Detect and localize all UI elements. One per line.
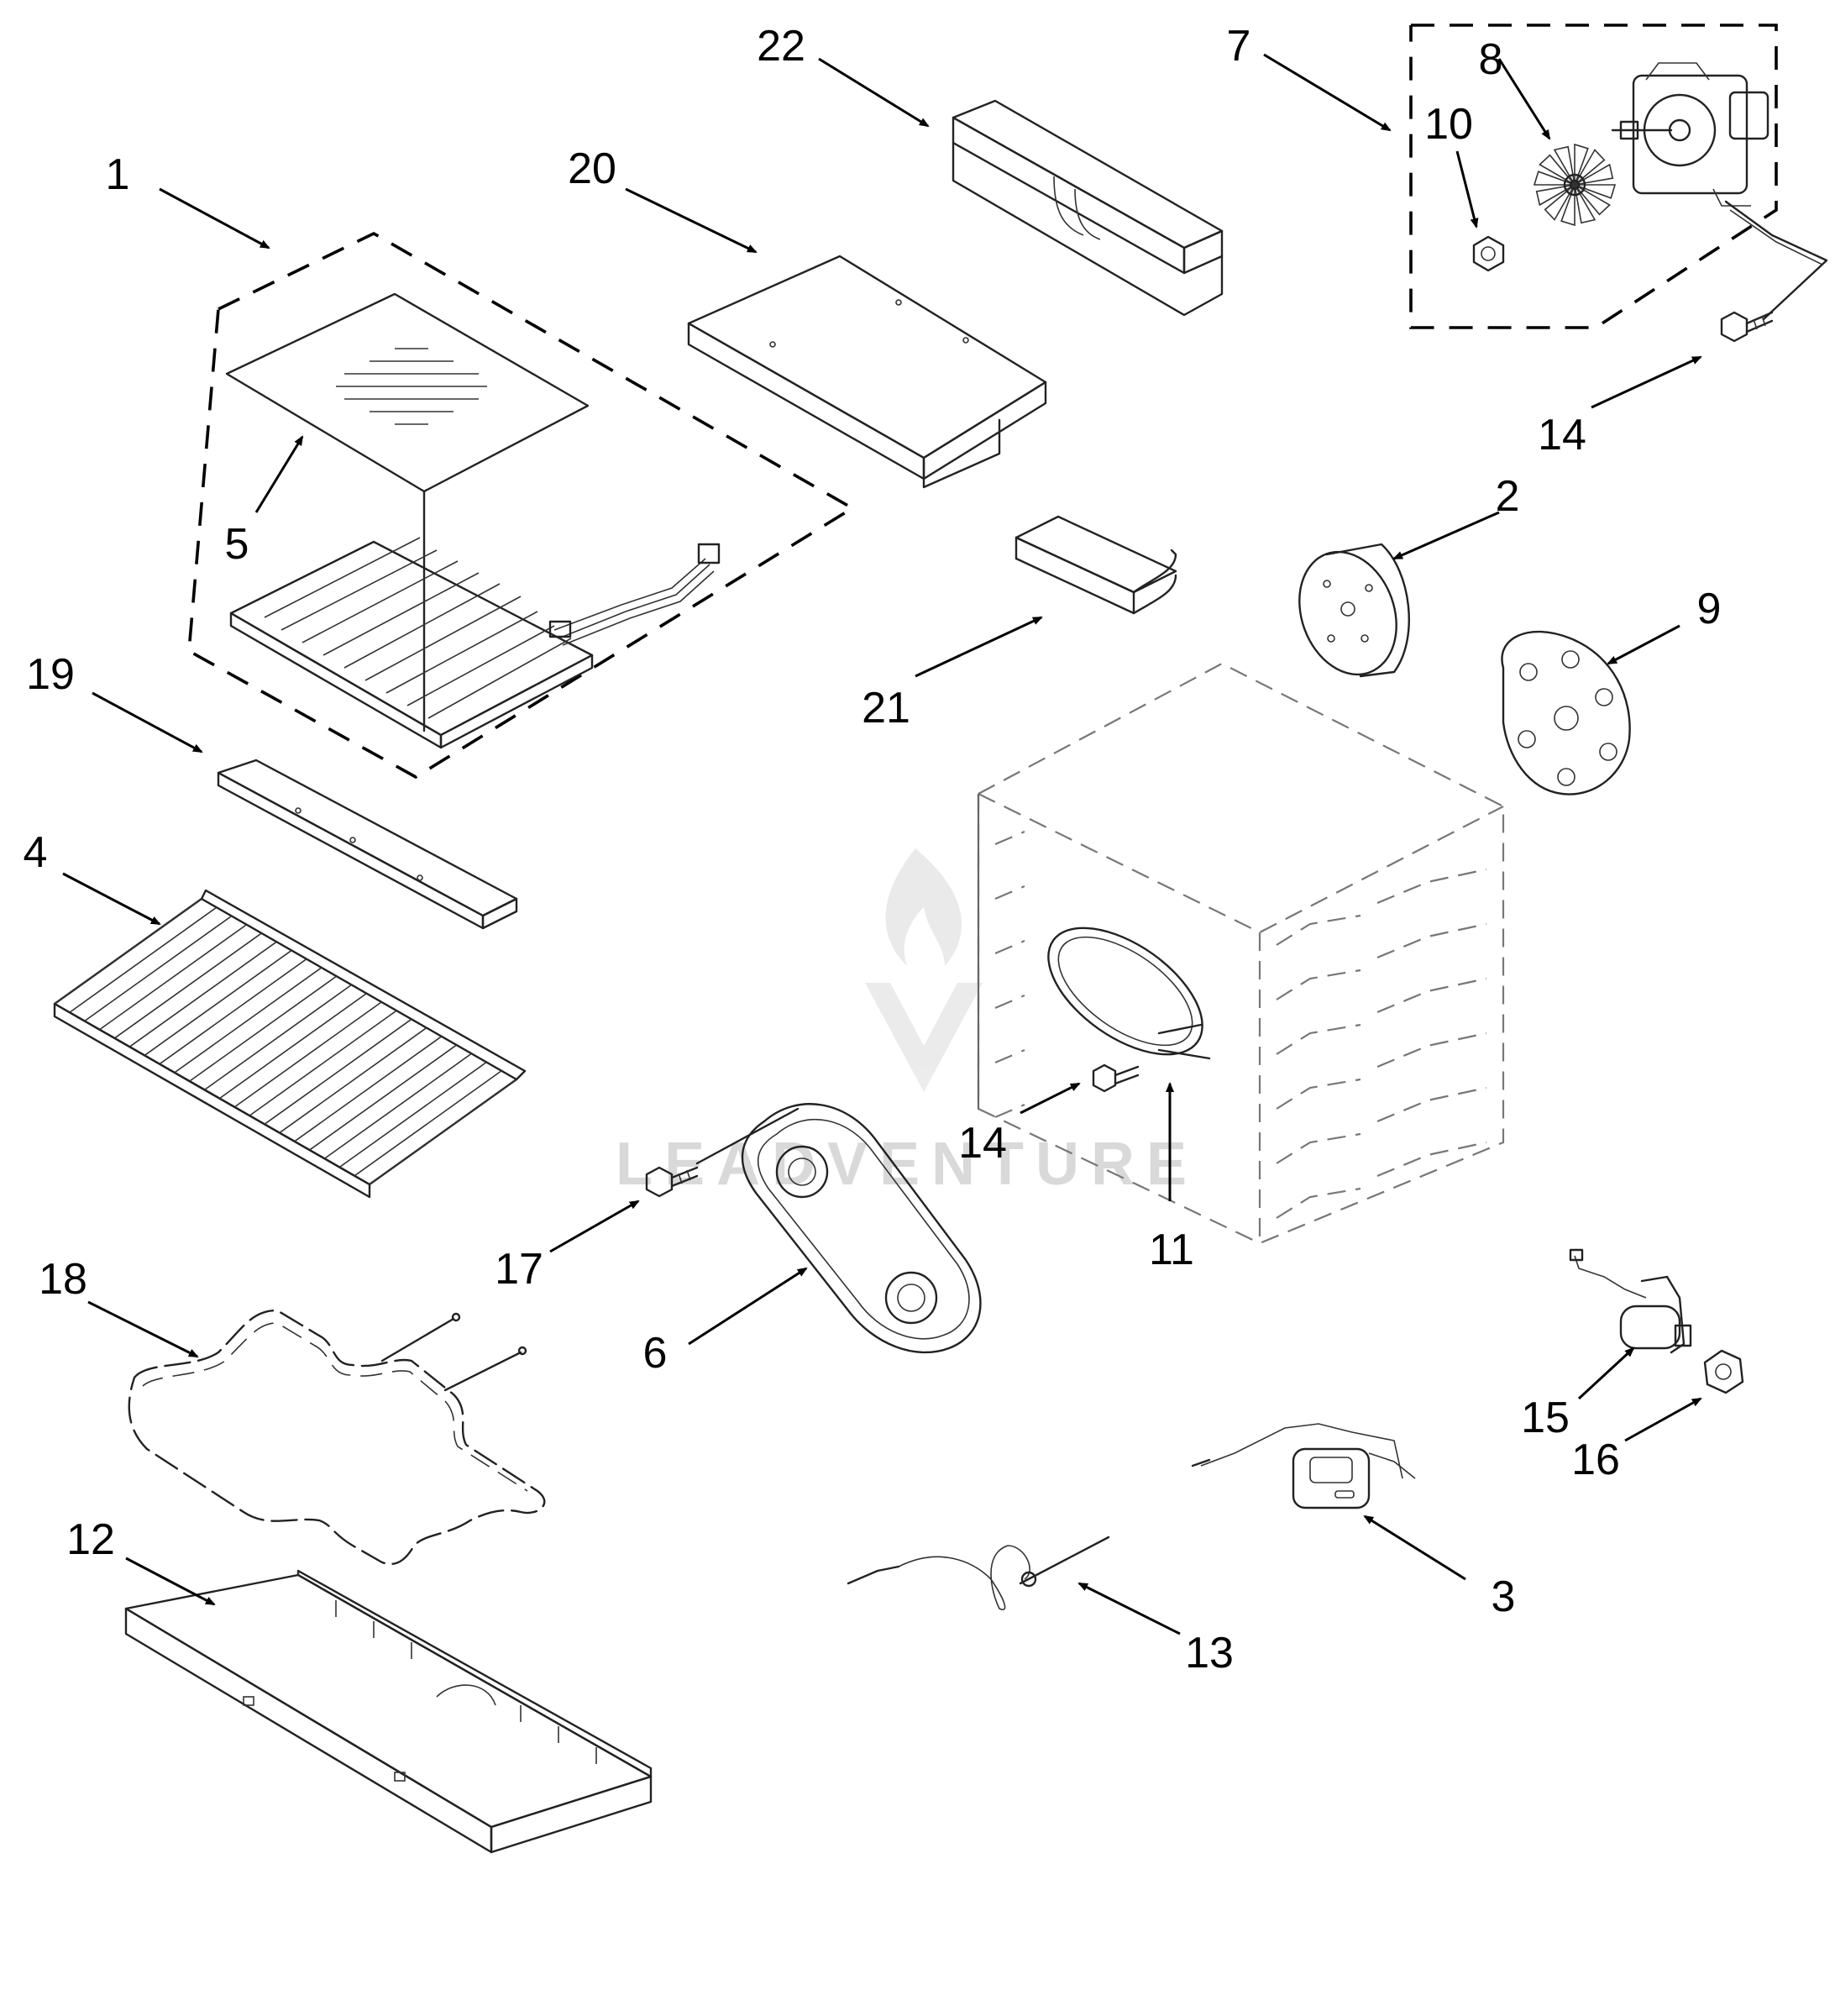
callout-18: 18 (39, 1255, 87, 1304)
callout-9: 9 (1697, 585, 1722, 633)
watermark-text: LEADVENTURE (616, 1131, 1198, 1198)
front-rail (217, 759, 518, 930)
callout-3: 3 (1492, 1572, 1516, 1621)
temperature-sensor-jack (1191, 1423, 1416, 1509)
meat-probe (847, 1536, 1110, 1610)
hex-nut-10 (1472, 235, 1505, 272)
callout-13: 13 (1185, 1629, 1234, 1677)
screw-17 (645, 1166, 699, 1198)
screw-14-top (1720, 311, 1774, 343)
leader-arrows (62, 53, 1702, 1635)
convection-motor (1611, 62, 1769, 207)
insulation-pad (225, 292, 590, 493)
callout-21: 21 (862, 684, 910, 732)
callout-15: 15 (1521, 1394, 1570, 1442)
oven-rack (53, 889, 527, 1199)
oven-cavity (977, 662, 1505, 1245)
callout-19: 19 (26, 650, 75, 699)
hex-nut-16 (1703, 1349, 1744, 1394)
bracket (1014, 515, 1177, 615)
callout-14-top: 14 (1538, 411, 1586, 459)
broil-element-tray (229, 537, 721, 749)
top-shield (952, 99, 1224, 317)
callout-16: 16 (1571, 1436, 1620, 1484)
callout-17: 17 (495, 1245, 543, 1294)
broil-element-assembly (187, 231, 856, 780)
door-lock-solenoid (1569, 1248, 1692, 1354)
bottom-panel (124, 1569, 653, 1854)
callout-7: 7 (1227, 22, 1251, 71)
fan-blade (1533, 143, 1617, 227)
callout-5: 5 (225, 520, 249, 569)
baffle-plate (1298, 543, 1410, 678)
callout-1: 1 (106, 150, 130, 199)
callout-11: 11 (1149, 1226, 1194, 1274)
callout-6: 6 (643, 1329, 668, 1378)
top-cover (687, 255, 1047, 489)
callout-22: 22 (757, 22, 805, 71)
convection-element (1047, 927, 1211, 1060)
fan-cover (695, 1103, 982, 1354)
callout-4: 4 (24, 828, 48, 877)
callout-14-cavity: 14 (958, 1119, 1007, 1168)
fan-gasket (1501, 630, 1631, 795)
bake-element (128, 1309, 546, 1566)
callout-10: 10 (1424, 100, 1473, 149)
callout-2: 2 (1496, 472, 1520, 521)
callout-8: 8 (1479, 35, 1503, 84)
watermark-logo (865, 848, 983, 1092)
callout-20: 20 (568, 144, 616, 193)
screw-14-cavity (1092, 1063, 1140, 1093)
callout-12: 12 (66, 1515, 115, 1564)
convection-motor-assembly (1409, 24, 1828, 343)
callout-labels: 1 2 3 4 5 6 7 8 9 10 11 12 13 14 14 15 1… (24, 22, 1722, 1677)
